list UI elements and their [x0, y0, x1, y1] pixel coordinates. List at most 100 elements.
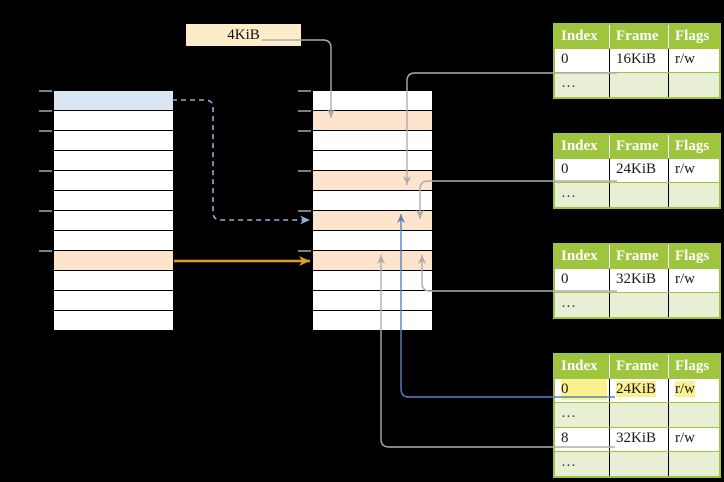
address-tick: [39, 210, 52, 212]
memory-row-3: [54, 151, 173, 171]
table-cell: [610, 183, 669, 207]
address-tick: [39, 170, 52, 172]
left-memory-column: [39, 90, 174, 331]
address-tick: [298, 130, 311, 132]
middle-memory-column: [298, 90, 433, 331]
address-tick: [39, 110, 52, 112]
highlighted-value: 24KiB: [616, 381, 657, 397]
memory-row-5: [54, 191, 173, 211]
table-cell: …: [555, 452, 610, 476]
memory-row-5: [313, 191, 432, 211]
address-tick: [298, 90, 311, 92]
column-header-flags: Flags: [669, 355, 719, 378]
column-header-frame: Frame: [610, 135, 669, 158]
table-cell: …: [555, 403, 610, 427]
table-cell: [669, 452, 719, 476]
table-cell: [669, 403, 719, 427]
table-cell: [669, 293, 719, 317]
address-tick: [298, 170, 311, 172]
table-cell: r/w: [675, 271, 695, 287]
table-cell: [610, 73, 669, 97]
table-cell: 32KiB: [610, 269, 669, 292]
table-cell: [669, 73, 719, 97]
table-row: …: [555, 402, 719, 427]
memory-row-10: [54, 291, 173, 311]
table-cell: 24KiB: [610, 159, 669, 182]
table-row: …: [555, 292, 719, 317]
table-cell: 24KiB: [610, 379, 669, 402]
table-cell: r/w: [675, 430, 695, 446]
memory-row-4: [313, 171, 432, 191]
memory-row-0: [313, 91, 432, 111]
column-header-frame: Frame: [610, 355, 669, 378]
table-cell: [610, 403, 669, 427]
table-row: …: [555, 72, 719, 97]
memory-row-10: [313, 291, 432, 311]
table-cell: r/w: [675, 161, 695, 177]
table-cell: [610, 293, 669, 317]
memory-row-6: [313, 211, 432, 231]
column-header-index: Index: [555, 135, 610, 158]
table-cell: r/w: [669, 379, 719, 402]
address-tick: [298, 110, 311, 112]
memory-row-2: [313, 131, 432, 151]
page-size-label: 4KiB: [185, 23, 302, 47]
highlighted-value: r/w: [675, 381, 695, 397]
table-cell: 8: [555, 428, 610, 451]
column-header-index: Index: [555, 355, 610, 378]
address-tick: [298, 210, 311, 212]
memory-row-8: [54, 251, 173, 271]
highlighted-value: 0: [561, 379, 607, 400]
column-header-flags: Flags: [669, 245, 719, 268]
memory-row-2: [54, 131, 173, 151]
table-cell: …: [555, 183, 610, 207]
column-header-frame: Frame: [610, 25, 669, 48]
address-tick: [39, 90, 52, 92]
memory-row-9: [54, 271, 173, 291]
arrow-left-row0-to-middle-row6: [172, 99, 310, 225]
table-cell: 0: [555, 49, 610, 72]
memory-row-8: [313, 251, 432, 271]
table-row: …: [555, 182, 719, 207]
memory-row-7: [313, 231, 432, 251]
memory-row-1: [54, 111, 173, 131]
table-cell: r/w: [675, 51, 695, 67]
column-header-flags: Flags: [669, 25, 719, 48]
memory-row-3: [313, 151, 432, 171]
address-tick: [39, 250, 52, 252]
column-header-index: Index: [555, 245, 610, 268]
table-cell: [669, 183, 719, 207]
memory-row-4: [54, 171, 173, 191]
memory-row-9: [313, 271, 432, 291]
table-cell: 0: [555, 379, 610, 402]
table-cell: 0: [555, 159, 610, 182]
memory-row-0: [54, 91, 173, 111]
column-header-index: Index: [555, 25, 610, 48]
memory-row-11: [313, 311, 432, 331]
table-row: 0 24KiB r/w: [555, 378, 719, 402]
address-tick: [298, 250, 311, 252]
memory-row-6: [54, 211, 173, 231]
memory-row-7: [54, 231, 173, 251]
table-cell: 0: [555, 269, 610, 292]
table-cell: 32KiB: [610, 428, 669, 451]
memory-row-1: [313, 111, 432, 131]
table-cell: 16KiB: [610, 49, 669, 72]
address-tick: [39, 130, 52, 132]
table-cell: …: [555, 293, 610, 317]
column-header-frame: Frame: [610, 245, 669, 268]
table-cell: …: [555, 73, 610, 97]
table-row: …: [555, 451, 719, 476]
page-size-text: 4KiB: [227, 27, 260, 43]
